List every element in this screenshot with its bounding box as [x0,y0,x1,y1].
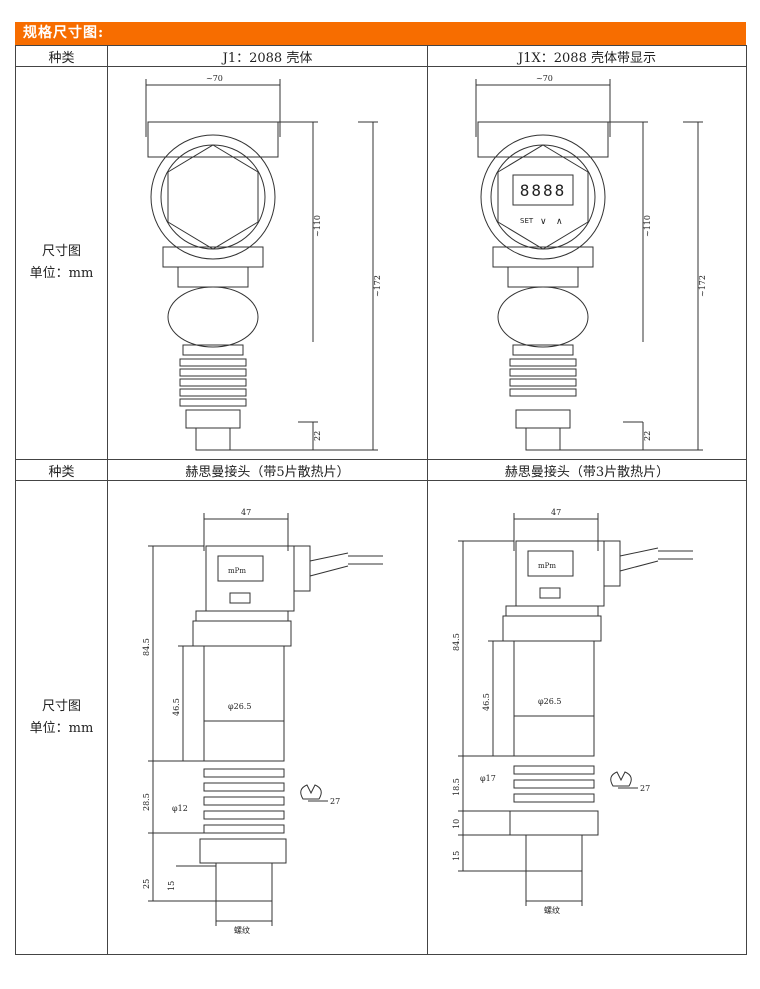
drawing-j1: ~70 ~110 ~172 22 [107,66,428,460]
side-label: 尺寸图 单位：mm [15,66,108,460]
h5-logo: mPm [228,567,246,575]
h3-wrench-size: 27 [640,784,650,793]
side-label-line2: 单位：mm [29,266,94,281]
j1-width-dim: ~70 [206,74,223,83]
h5-body-height: 46.5 [172,698,181,716]
h3-body-height: 46.5 [482,693,491,711]
category-label: 种类 [15,45,108,67]
h3-nut-height: 10 [452,819,461,829]
side-label-2: 尺寸图 单位：mm [15,480,108,955]
h3-width-dim: 47 [551,508,561,517]
j1x-height-dim2: ~172 [698,275,707,297]
drawing-hirschmann-5: 47 mPm 84.5 46.5 φ26.5 28.5 φ12 27 25 15… [107,480,428,955]
set-button: SET [520,217,534,225]
h3-fin-height: 18.5 [452,778,461,796]
col1-title: J1：2088 壳体 [107,45,428,67]
j1-height-dim1: ~110 [313,215,322,237]
section-title: 规格尺寸图: [15,22,746,45]
h5-diameter: φ26.5 [228,702,251,711]
h3-total-height: 84.5 [452,633,461,651]
col1-title-2: 赫思曼接头（带5片散热片） [107,459,428,481]
h3-diameter: φ26.5 [538,697,561,706]
side-label-line1: 尺寸图 [41,244,81,259]
hirschmann-3-fin-drawing: 47 mPm 84.5 46.5 φ26.5 18.5 φ17 27 10 15… [452,508,693,915]
spec-sheet: 规格尺寸图: 种类 J1：2088 壳体 J1X：2088 壳体带显示 尺寸图 … [15,22,747,955]
j1-height-dim3: 22 [313,431,322,441]
up-button: ∧ [556,217,563,227]
col2-title-2: 赫思曼接头（带3片散热片） [427,459,747,481]
drawing-hirschmann-3: 47 mPm 84.5 46.5 φ26.5 18.5 φ17 27 10 15… [427,480,747,955]
display-digits: 8888 [520,181,567,200]
j1x-housing-drawing: 8888 SET ∨ ∧ ~70 ~110 ~172 22 [475,74,707,451]
h3-thread-height: 15 [452,851,461,861]
h5-thread-height: 15 [167,881,176,891]
h5-wrench-size: 27 [330,797,340,806]
h5-width-dim: 47 [241,508,251,517]
h3-neck-diameter: φ17 [480,774,496,783]
h3-logo: mPm [538,562,556,570]
col2-title: J1X：2088 壳体带显示 [427,45,747,67]
j1-height-dim2: ~172 [373,275,382,297]
side-label-2-line1: 尺寸图 [41,698,81,714]
h5-thread-label: 螺纹 [234,925,250,935]
j1-housing-drawing: ~70 ~110 ~172 22 [145,74,382,451]
h5-total-height: 84.5 [142,638,151,656]
side-label-2-line2: 单位：mm [29,720,94,736]
h3-thread-label: 螺纹 [544,905,560,915]
category-label-2: 种类 [15,459,108,481]
h5-fin-height: 28.5 [142,793,151,811]
spec-table: 种类 J1：2088 壳体 J1X：2088 壳体带显示 尺寸图 单位：mm [15,45,747,955]
j1x-height-dim1: ~110 [643,215,652,237]
j1x-height-dim3: 22 [643,431,652,441]
h5-neck-diameter: φ12 [172,804,188,813]
j1x-width-dim: ~70 [536,74,553,83]
hirschmann-5-fin-drawing: 47 mPm 84.5 46.5 φ26.5 28.5 φ12 27 25 15… [142,508,383,935]
drawing-j1x: 8888 SET ∨ ∧ ~70 ~110 ~172 22 [427,66,747,460]
h5-thread-total: 25 [142,879,151,889]
down-button: ∨ [540,217,547,227]
